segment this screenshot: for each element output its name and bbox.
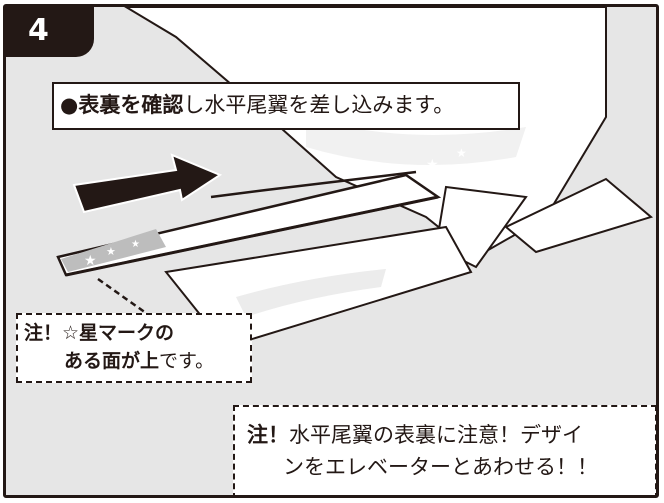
star-mark-icon: ★ — [106, 245, 116, 258]
main-instruction-callout: ●表裏を確認し水平尾翼を差し込みます。 — [52, 82, 520, 130]
tail-stripe — [306, 117, 526, 165]
star-mark-icon: ★ — [84, 253, 97, 269]
star-mark-icon: ★ — [131, 239, 140, 250]
note-line-1: 注！☆星マークの — [24, 319, 250, 347]
note-line-1: 注！水平尾翼の表裏に注意！デザイ — [247, 419, 655, 451]
star-side-note: 注！☆星マークの ある面が上です。 — [16, 313, 252, 383]
stabilizer-stripe — [61, 229, 166, 272]
insert-guide-line — [210, 170, 417, 199]
bullet-icon: ● — [60, 93, 79, 117]
step-number-badge: 4 — [6, 7, 94, 57]
note-prefix: 注！ — [24, 322, 63, 344]
note-line-2: ンをエレベーターとあわせる！！ — [283, 455, 598, 479]
star-mark-icon: ★ — [426, 157, 439, 173]
insert-arrow-icon — [72, 153, 223, 214]
callout-bold-text: 表裏を確認 — [78, 93, 184, 117]
note-prefix: 注！ — [247, 423, 289, 447]
design-match-note: 注！水平尾翼の表裏に注意！デザイ ンをエレベーターとあわせる！！ — [233, 405, 656, 495]
note-line-2: ある面が上です。 — [24, 347, 250, 375]
right-stabilizer — [504, 177, 654, 254]
callout-text: し水平尾翼を差し込みます。 — [183, 93, 455, 117]
note-text: 水平尾翼の表裏に注意！デザイ — [289, 423, 583, 447]
note-bold-text: ある面が上 — [64, 350, 160, 372]
fuselage — [434, 185, 528, 269]
star-mark-icon: ★ — [456, 146, 467, 160]
note-text: ☆星マークの — [62, 322, 175, 344]
stabilizer-edge — [65, 195, 439, 277]
instruction-panel: ★ ★ ★ ★ ★ 4 ●表裏を確認し水平尾翼を差し込みます。 注！☆星マークの… — [3, 4, 659, 498]
leader-line — [97, 277, 147, 315]
lower-fin-stripe — [236, 269, 386, 317]
note-text: です。 — [159, 350, 215, 372]
